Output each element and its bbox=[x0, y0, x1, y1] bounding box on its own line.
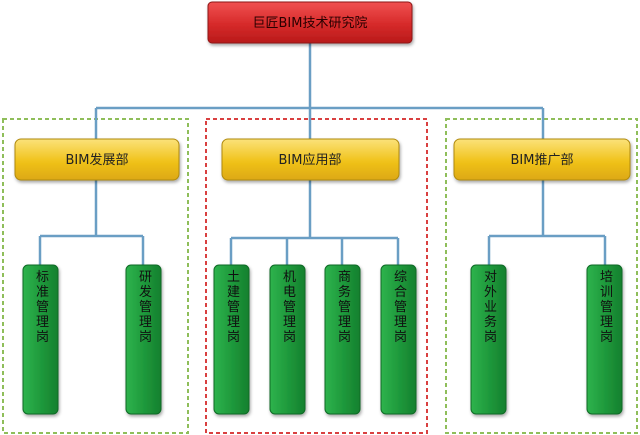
post-node: 标准管理岗 bbox=[22, 264, 59, 415]
dept-label: BIM推广部 bbox=[511, 153, 574, 168]
connector-lines bbox=[38, 43, 607, 265]
post-node: 培训管理岗 bbox=[586, 264, 623, 415]
post-node: 商务管理岗 bbox=[324, 264, 361, 415]
post-node: 综合管理岗 bbox=[380, 264, 417, 415]
post-label: 综合管理岗 bbox=[391, 270, 407, 345]
root-node: 巨匠BIM技术研究院 bbox=[207, 1, 413, 44]
dept-node-promotion: BIM推广部 bbox=[453, 138, 631, 181]
root-label: 巨匠BIM技术研究院 bbox=[253, 16, 368, 31]
group-box-application bbox=[205, 118, 428, 434]
post-label: 对外业务岗 bbox=[481, 270, 497, 345]
post-label: 机电管理岗 bbox=[280, 270, 296, 345]
post-label: 标准管理岗 bbox=[33, 270, 49, 345]
post-label: 土建管理岗 bbox=[224, 270, 240, 345]
post-label: 商务管理岗 bbox=[335, 270, 351, 345]
dept-label: BIM应用部 bbox=[279, 152, 342, 168]
dept-label: BIM发展部 bbox=[66, 152, 129, 168]
dept-node-application: BIM应用部 bbox=[221, 138, 400, 181]
post-label: 培训管理岗 bbox=[597, 269, 613, 345]
post-node: 机电管理岗 bbox=[269, 264, 306, 415]
post-node: 对外业务岗 bbox=[470, 264, 507, 415]
post-node: 土建管理岗 bbox=[213, 264, 250, 415]
post-node: 研发管理岗 bbox=[125, 264, 162, 415]
post-label: 研发管理岗 bbox=[136, 270, 152, 345]
dept-node-development: BIM发展部 bbox=[14, 138, 180, 181]
